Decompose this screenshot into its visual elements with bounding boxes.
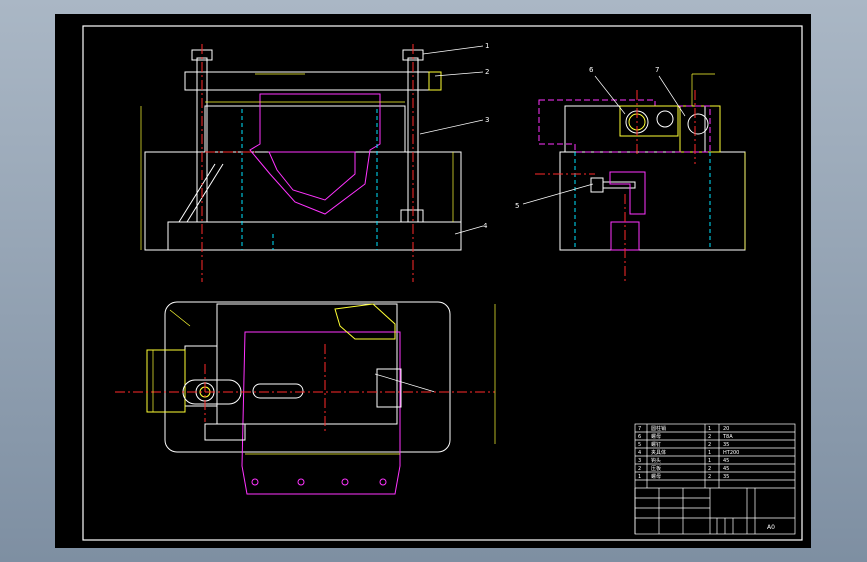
- top-workpiece: [241, 331, 401, 495]
- parts-list-table: [634, 423, 796, 535]
- side-body: [559, 151, 746, 251]
- parts-list-material-cell: 20: [723, 426, 729, 432]
- sheet-size-label: A0: [767, 524, 775, 531]
- front-clamp-2: [428, 71, 442, 91]
- parts-list-qty-cell: 2: [708, 474, 711, 480]
- parts-list-material-cell: 45: [723, 458, 729, 464]
- top-slot: [252, 383, 304, 399]
- side-workpiece: [538, 99, 711, 153]
- drawing-frame: [82, 25, 803, 541]
- balloon-6: 6: [589, 66, 594, 74]
- parts-list-material-cell: T8A: [722, 434, 733, 440]
- parts-list-material-cell: 35: [723, 474, 729, 480]
- parts-list-no-cell: 2: [638, 466, 641, 472]
- parts-list-qty-cell: 2: [708, 466, 711, 472]
- parts-list-qty-cell: 2: [708, 434, 711, 440]
- balloon-2: 2: [485, 68, 489, 76]
- front-top-plate: [184, 71, 430, 91]
- parts-list-name-cell: 螺母: [651, 473, 661, 480]
- drawing-sheet: 1 2 3 4 5 6 7: [55, 14, 811, 548]
- parts-list-no-cell: 3: [638, 458, 641, 464]
- right-bottom-nut: [400, 209, 424, 223]
- parts-list-name-cell: 螺钉: [651, 441, 661, 448]
- top-view: [115, 301, 496, 495]
- parts-list-qty-cell: 1: [708, 426, 711, 432]
- balloon-1: 1: [485, 42, 489, 50]
- parts-list-no-cell: 1: [638, 474, 641, 480]
- balloon-4: 4: [483, 222, 488, 230]
- parts-list-name-cell: 钩头: [651, 457, 661, 464]
- parts-list-name-cell: 圆柱销: [651, 425, 666, 432]
- balloon-5: 5: [515, 202, 519, 210]
- parts-list-no-cell: 4: [638, 450, 641, 456]
- balloon-7: 7: [655, 66, 659, 74]
- parts-list-qty-cell: 1: [708, 450, 711, 456]
- parts-list-no-cell: 6: [638, 434, 641, 440]
- parts-list-material-cell: HT200: [723, 450, 739, 456]
- front-workpiece: [249, 93, 381, 215]
- parts-list-name-cell: 夹具体: [651, 449, 666, 456]
- side-pin-block: [679, 105, 721, 153]
- front-upper-block: [204, 105, 406, 153]
- parts-list-material-cell: 35: [723, 442, 729, 448]
- front-view: [140, 44, 484, 282]
- parts-list-qty-cell: 2: [708, 442, 711, 448]
- parts-list-no-cell: 7: [638, 426, 641, 432]
- parts-list-material-cell: 45: [723, 466, 729, 472]
- balloon-3: 3: [485, 116, 489, 124]
- parts-list-name-cell: 螺母: [651, 433, 661, 440]
- parts-list-no-cell: 5: [638, 442, 641, 448]
- side-upper: [564, 105, 706, 153]
- drawing-canvas: 1 2 3 4 5 6 7: [82, 25, 803, 541]
- top-base: [164, 301, 451, 453]
- front-base: [167, 221, 462, 251]
- part-7-circle: [687, 113, 709, 135]
- parts-list-name-cell: 压板: [651, 465, 661, 472]
- parts-list-qty-cell: 1: [708, 458, 711, 464]
- side-view: [522, 73, 746, 282]
